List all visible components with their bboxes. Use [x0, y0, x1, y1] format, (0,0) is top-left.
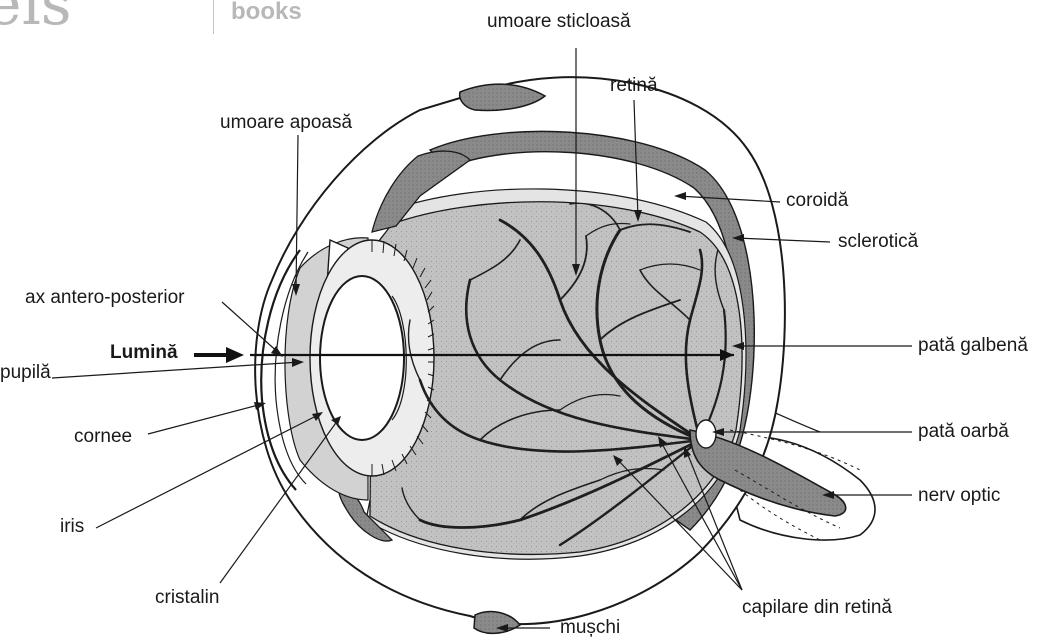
label-pupil: pupilă [0, 363, 51, 382]
lens-crystalline [320, 276, 404, 440]
label-muscle: mușchi [560, 618, 620, 637]
label-vitreous-humor: umoare sticloasă [487, 12, 631, 31]
label-sclera: sclerotică [838, 232, 918, 251]
label-optical-axis: ax antero-posterior [25, 288, 184, 307]
label-optic-nerve: nerv optic [918, 486, 1000, 505]
label-retinal-capillaries: capilare din retină [742, 598, 892, 617]
optic-disc [696, 420, 716, 448]
light-arrow-head [226, 347, 244, 363]
label-cornea: cornee [74, 427, 132, 446]
label-blind-spot: pată oarbă [918, 422, 1009, 441]
label-macula: pată galbenă [918, 336, 1028, 355]
label-iris: iris [60, 517, 84, 536]
label-retina: retină [610, 76, 658, 95]
label-light: Lumină [110, 343, 178, 362]
label-choroid: coroidă [786, 191, 848, 210]
label-lens: cristalin [155, 588, 219, 607]
label-aqueous-humor: umoare apoasă [220, 113, 352, 132]
